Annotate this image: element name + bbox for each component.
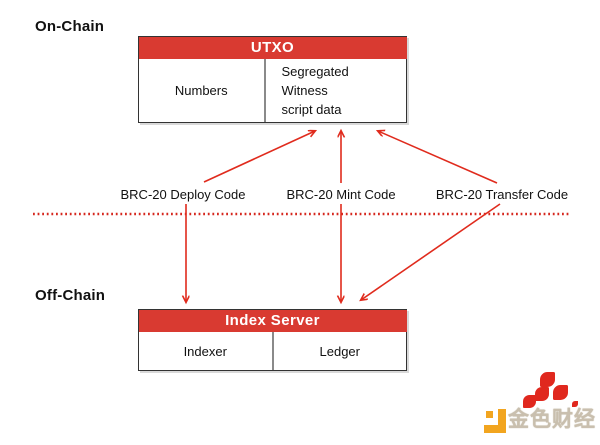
logo-red-petal-icon [553, 385, 568, 400]
arrow-transfer-to-utxo [378, 131, 498, 184]
index-server-box: Index Server Indexer Ledger [138, 309, 407, 371]
utxo-cell-numbers: Numbers [174, 83, 228, 98]
logo-red-petal-icon [535, 387, 549, 401]
logo-red-petal-icon [523, 395, 536, 408]
off-chain-label: Off-Chain [35, 287, 106, 304]
utxo-box-body: Numbers Segregated Witness script data [139, 59, 406, 122]
logo-orange-bracket-icon [498, 409, 506, 433]
logo-orange-square-icon [486, 411, 493, 418]
logo-red-accent-icon [572, 401, 578, 407]
brc20-mint-code-label: BRC-20 Mint Code [286, 187, 396, 202]
index-cell-indexer: Indexer [183, 343, 227, 359]
utxo-box-title: UTXO [138, 36, 407, 59]
brc20-deploy-code-label: BRC-20 Deploy Code [120, 187, 246, 202]
on-chain-label: On-Chain [35, 18, 105, 35]
brc20-transfer-code-label: BRC-20 Transfer Code [435, 187, 569, 202]
arrow-deploy-to-utxo [203, 131, 315, 183]
index-cell-ledger: Ledger [271, 332, 407, 370]
arrow-transfer-to-index [361, 203, 501, 300]
jinse-finance-watermark: 金色财经 [478, 370, 598, 440]
utxo-box: UTXO Numbers Segregated Witness script d… [138, 36, 407, 123]
logo-red-petal-icon [540, 372, 555, 387]
index-server-box-title: Index Server [138, 309, 407, 332]
logo-orange-bracket-bottom-icon [484, 425, 506, 433]
index-server-box-body: Indexer Ledger [139, 332, 406, 370]
utxo-cell-segwit: Segregated Witness script data [263, 59, 407, 122]
watermark-text: 金色财经 [508, 408, 596, 431]
